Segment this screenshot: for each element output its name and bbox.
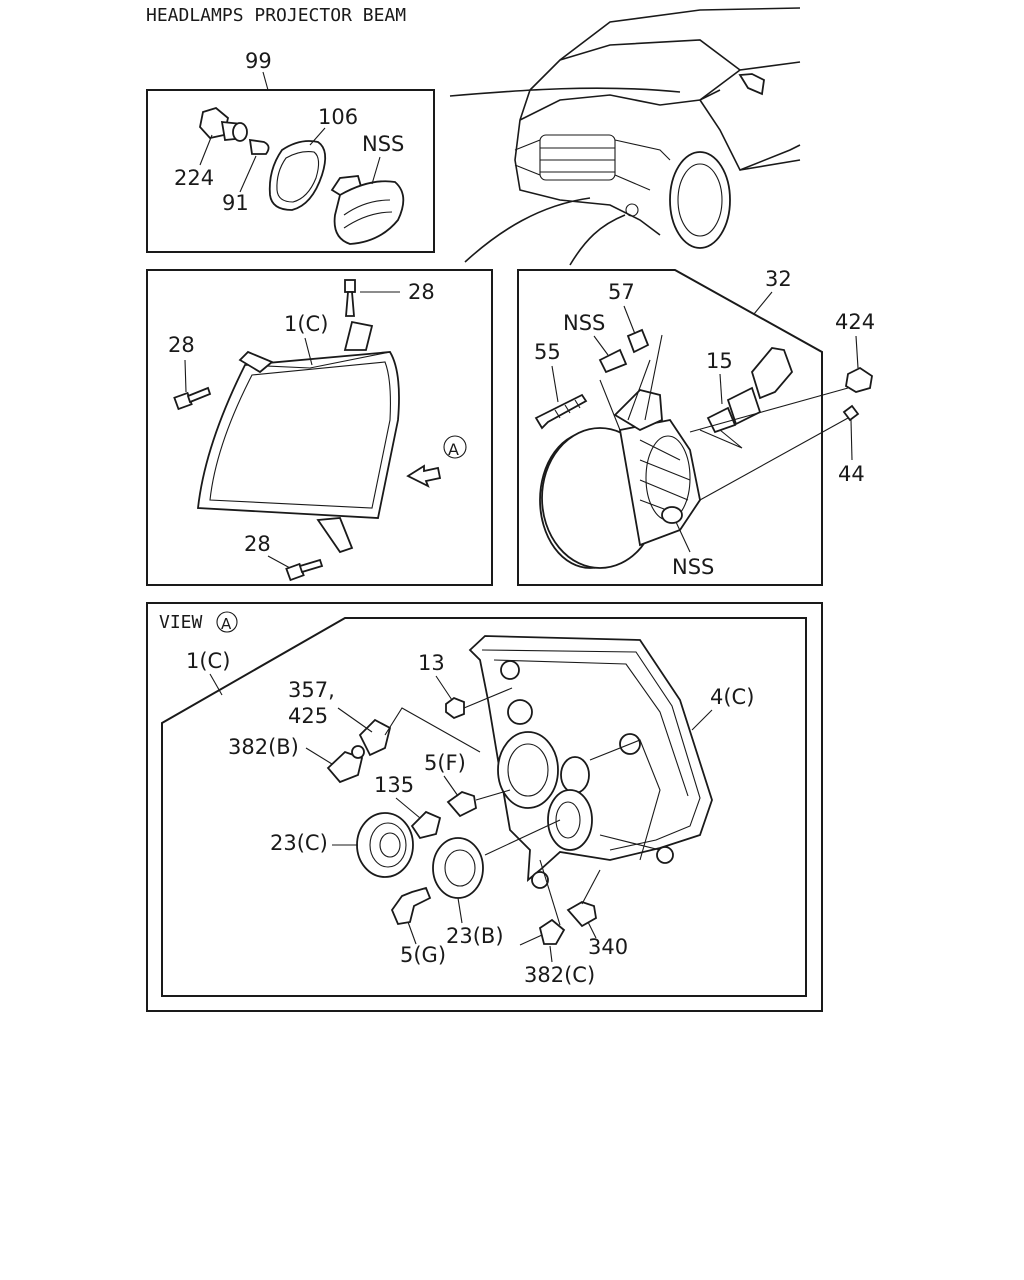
callout-nss-marker: NSS (362, 132, 404, 156)
callout-55: 55 (534, 340, 561, 364)
callout-4c: 4(C) (710, 685, 754, 709)
gasket-106 (268, 140, 327, 211)
socket-135 (410, 810, 442, 840)
view-a-panel: VIEW A 13 (146, 602, 823, 1012)
fog-lamp-panel: 32 57 NSS (517, 267, 875, 586)
callout-28-left: 28 (168, 333, 195, 357)
nut-424 (845, 366, 873, 393)
spring-nss (598, 348, 628, 374)
bulb-5f (446, 791, 477, 818)
callout-44: 44 (838, 462, 865, 486)
dust-cover-23c (356, 812, 414, 878)
direction-marker-a: A (448, 440, 459, 459)
socket-382b (326, 750, 364, 784)
view-marker: A (221, 615, 232, 633)
bolt-28-left (173, 386, 212, 411)
callout-nss-spring: NSS (563, 311, 605, 335)
bolt-28-bottom (285, 558, 324, 582)
callout-1c-view: 1(C) (186, 649, 230, 673)
view-caption: VIEW (159, 612, 203, 633)
bolt-28-top (344, 279, 356, 317)
side-marker-lens (330, 175, 405, 245)
nut-44 (842, 404, 860, 422)
callout-357: 357, (288, 678, 335, 702)
callout-13: 13 (418, 651, 445, 675)
headlamp-panel: 28 28 28 1(C) A (146, 269, 493, 586)
callout-23c: 23(C) (270, 831, 328, 855)
callout-224: 224 (174, 166, 214, 190)
dust-cover-23b (432, 837, 484, 899)
callout-106: 106 (318, 105, 358, 129)
clip-57 (626, 328, 650, 354)
callout-99: 99 (245, 49, 272, 73)
callout-15: 15 (706, 349, 733, 373)
callout-382b: 382(B) (228, 735, 299, 759)
callout-nss-lamp: NSS (672, 555, 714, 579)
callout-382c: 382(C) (524, 963, 595, 987)
callout-340: 340 (588, 935, 628, 959)
callout-32: 32 (765, 267, 792, 291)
callout-5f: 5(F) (424, 751, 466, 775)
socket-382c (538, 918, 566, 945)
callout-135: 135 (374, 773, 414, 797)
callout-91: 91 (222, 191, 249, 215)
nut-13 (445, 696, 465, 720)
screw-55 (534, 393, 588, 430)
socket-224 (199, 106, 248, 142)
headlamp-housing-4c (468, 635, 713, 889)
diagram-title: HEADLAMPS PROJECTOR BEAM (146, 5, 406, 26)
bulb-5g (390, 886, 432, 926)
callout-57: 57 (608, 280, 635, 304)
callout-28-top: 28 (408, 280, 435, 304)
callout-23b: 23(B) (446, 924, 504, 948)
bulb-91 (248, 138, 270, 155)
callout-424: 424 (835, 310, 875, 334)
callout-1c: 1(C) (284, 312, 328, 336)
side-marker-panel: 99 224 91 106 NSS (146, 49, 435, 253)
callout-425: 425 (288, 704, 328, 728)
vehicle-illustration (449, 7, 801, 266)
callout-5g: 5(G) (400, 943, 446, 967)
view-direction-arrow (406, 464, 442, 488)
callout-28-bottom: 28 (244, 532, 271, 556)
bulb-340 (566, 901, 597, 928)
